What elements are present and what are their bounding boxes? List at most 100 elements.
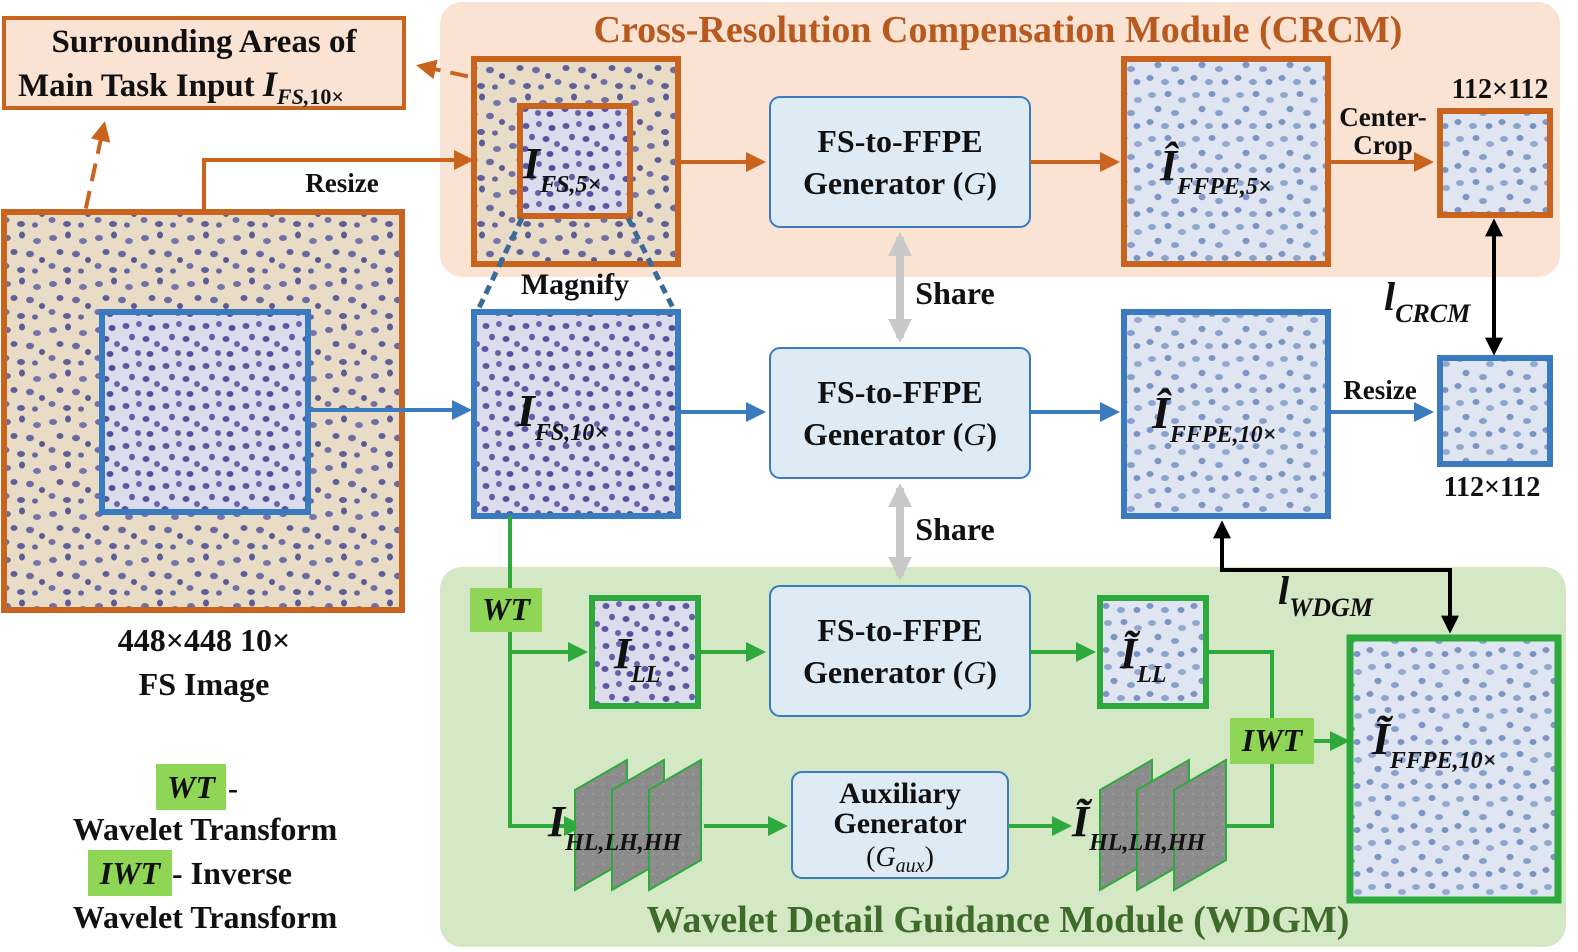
hf-subband-3 — [648, 758, 702, 892]
label-fs-10x: IFS,10× — [516, 385, 608, 446]
aux-line2: Generator — [833, 807, 966, 840]
image-ffpe-10x — [1121, 309, 1331, 519]
hf-tilde-subbands-stack — [1099, 758, 1227, 892]
loss-crcm-main: l — [1384, 274, 1396, 319]
magnify-line-right — [625, 216, 677, 312]
generator-main-line2: Generator (G) — [803, 416, 997, 452]
share-label-top: Share — [915, 275, 994, 311]
label-final: ĨFFPE,10× — [1371, 713, 1496, 774]
hf-tilde-subband-3 — [1173, 758, 1227, 892]
size-label-bottom: 112×112 — [1444, 472, 1541, 503]
loss-arrow-wdgm — [1213, 520, 1459, 634]
loss-crcm-sub: CRCM — [1395, 299, 1471, 328]
label-fs-10x-sub: FS — [534, 420, 564, 446]
generator-main-close: ) — [986, 416, 997, 452]
iwt-tag — [1230, 718, 1314, 764]
label-hf-sub2: ,HH — [637, 830, 683, 856]
generator-main-sym: G — [963, 416, 986, 452]
aux-open-paren: ( — [866, 842, 875, 873]
aux-close-paren: ) — [925, 842, 934, 873]
generator-main-line2-text: Generator ( — [803, 416, 963, 452]
legend-iwt-desc1: - Inverse — [172, 855, 292, 891]
loss-wdgm-main: l — [1278, 568, 1290, 613]
share-label-bottom: Share — [915, 511, 994, 547]
callout-line2-text: Main Task Input — [18, 68, 263, 104]
generator-crcm-line2: Generator (G) — [803, 165, 997, 201]
wt-tag-text: WT — [482, 591, 531, 627]
legend-iwt-tag-text: IWT — [99, 855, 162, 891]
label-ffpe-10x-sub: FFPE — [1169, 422, 1233, 448]
generator-wdgm-sym: G — [963, 654, 986, 690]
label-final-sub: FFPE — [1389, 748, 1453, 774]
resize-arrow-top — [202, 150, 474, 212]
label-ffpe-10x-sub2: ,10× — [1232, 422, 1277, 448]
legend-wt-desc: Wavelet Transform — [73, 811, 338, 847]
loss-label-crcm: lCRCM — [1384, 274, 1471, 328]
label-hf-main: I — [547, 797, 567, 846]
label-final-sub2: ,10× — [1452, 748, 1497, 774]
callout-math-sub2: 10× — [309, 84, 344, 109]
label-ffpe-5x: ÎFFPE,5× — [1159, 141, 1272, 200]
label-fs-5x-main: I — [522, 139, 542, 188]
generator-crcm-sym: G — [963, 165, 986, 201]
image-fs-10x — [471, 309, 681, 519]
input-caption-line2: FS Image — [139, 666, 270, 702]
generator-wdgm-line2-text: Generator ( — [803, 654, 963, 690]
label-final-main: Ĩ — [1371, 713, 1394, 764]
legend-wt-dash: - — [228, 772, 238, 805]
label-fs-5x-sub2: ,5× — [568, 172, 601, 198]
input-center-crop-box — [99, 309, 311, 515]
resize-label-right: Resize — [1343, 375, 1416, 405]
image-ffpe-10x-tilde — [1346, 634, 1562, 904]
aux-sym: G — [875, 842, 895, 873]
label-hf-tilde: ĨHL,LH,HH — [1071, 797, 1206, 856]
magnify-line-left — [475, 216, 525, 312]
legend-iwt-desc2: Wavelet Transform — [73, 899, 338, 935]
label-ffpe-10x: ÎFFPE,10× — [1151, 387, 1276, 448]
generator-crcm-line2-text: Generator ( — [803, 165, 963, 201]
generator-crcm — [769, 96, 1031, 228]
ll-tilde-to-iwt — [1206, 650, 1274, 718]
label-hf: IHL,LH,HH — [547, 797, 682, 856]
label-hf-tilde-sub: HL,LH — [1088, 830, 1163, 856]
label-fs-5x: IFS,5× — [522, 139, 601, 198]
callout-math-main: I — [262, 64, 279, 104]
size-label-top: 112×112 — [1452, 74, 1549, 105]
iwt-tag-text: IWT — [1241, 722, 1304, 758]
aux-sub: aux — [896, 855, 925, 877]
wdgm-module-background — [440, 567, 1566, 947]
generator-crcm-line1: FS-to-FFPE — [817, 123, 982, 159]
surrounding-areas-callout — [2, 16, 406, 110]
label-fs-10x-sub2: ,10× — [563, 420, 608, 446]
magnify-label: Magnify — [521, 268, 629, 301]
image-ll-tilde — [1097, 595, 1209, 709]
label-ffpe-5x-main: Î — [1159, 141, 1179, 190]
aux-line3: (Gaux) — [866, 842, 934, 877]
label-fs-5x-sub: FS — [539, 172, 569, 198]
label-ll-main: I — [613, 629, 633, 678]
image-fs-5x-inner-crop — [517, 103, 633, 219]
wdgm-title: Wavelet Detail Guidance Module (WDGM) — [647, 899, 1350, 941]
center-crop-label-1: Center- — [1339, 102, 1426, 132]
generator-wdgm-line2: Generator (G) — [803, 654, 997, 690]
label-ll-tilde: ĨLL — [1119, 629, 1166, 688]
center-crop-label-2: Crop — [1353, 130, 1413, 160]
label-ffpe-10x-main: Î — [1151, 387, 1172, 438]
legend-iwt-tag — [88, 850, 172, 896]
aux-line1: Auxiliary — [839, 777, 961, 810]
callout-math-sub: FS, — [276, 84, 309, 109]
generator-wdgm — [769, 585, 1031, 717]
image-ffpe-5x — [1121, 56, 1331, 267]
loss-wdgm-sub: WDGM — [1289, 593, 1374, 622]
legend-wt-tag-text: WT — [167, 769, 216, 805]
image-ll — [589, 595, 701, 709]
label-ll-sub: LL — [630, 662, 660, 688]
generator-main — [769, 347, 1031, 479]
label-ll: ILL — [613, 629, 660, 688]
generator-main-line1: FS-to-FFPE — [817, 374, 982, 410]
hf-tilde-to-iwt — [1226, 764, 1274, 828]
wt-tag — [470, 588, 542, 632]
image-resized-112-main — [1437, 355, 1553, 467]
label-ffpe-5x-sub: FFPE — [1176, 174, 1240, 200]
